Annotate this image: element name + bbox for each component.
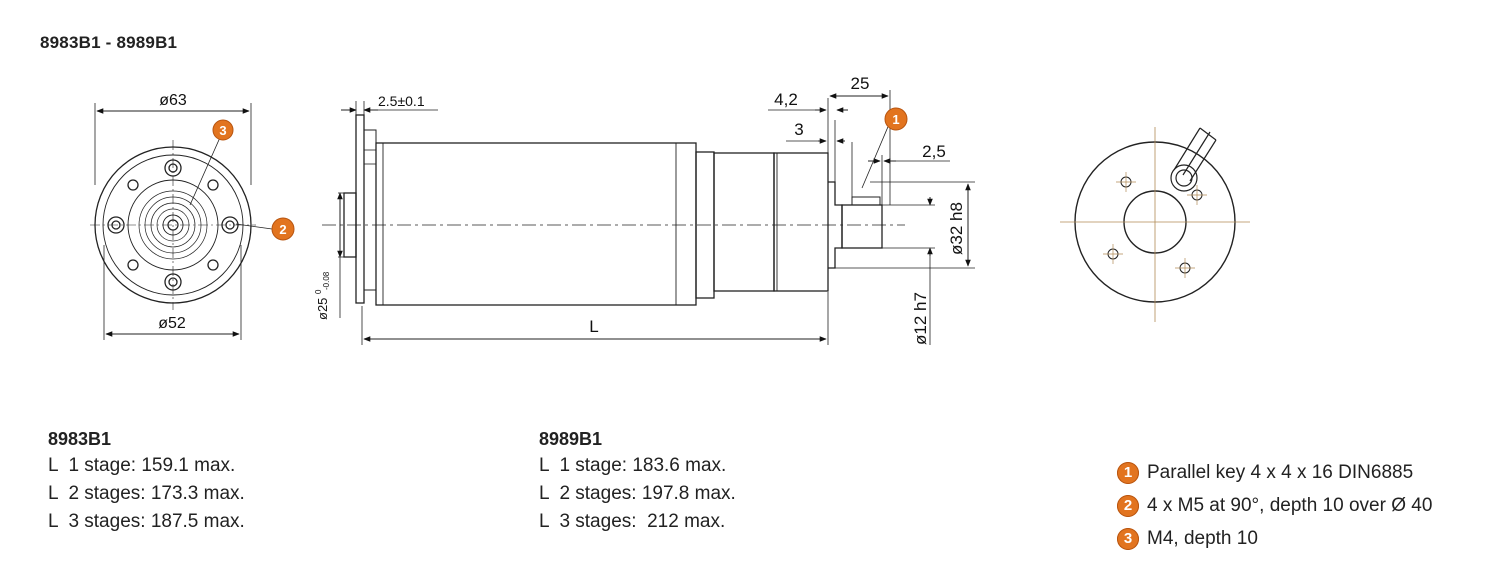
variant-model: 8989B1: [539, 429, 603, 449]
note-item: 3 M4, depth 10: [1117, 522, 1432, 555]
label-flange-thickness: 2.5±0.1: [378, 93, 425, 109]
label-key-end: 2,5: [922, 142, 946, 161]
svg-text:0: 0: [314, 289, 323, 294]
cable-exit: [1170, 127, 1217, 192]
svg-text:ø25: ø25: [315, 298, 330, 320]
label-boss-dia: ø32 h8: [947, 202, 966, 255]
note-item: 2 4 x M5 at 90°, depth 10 over Ø 40: [1117, 489, 1432, 522]
label-key-offset: 4,2: [774, 90, 798, 109]
label-dia-63: ø63: [159, 92, 187, 109]
callout-2-badge: 2: [271, 217, 295, 241]
label-shaft-dia: ø12 h7: [911, 292, 930, 345]
svg-text:2: 2: [279, 222, 286, 237]
label-dia-52: ø52: [158, 315, 186, 332]
variant-8989B1: 8989B1 L 1 stage: 183.6 max. L 2 stages:…: [539, 425, 736, 536]
length-row: L 2 stages: 173.3 max.: [48, 483, 245, 504]
svg-text:1: 1: [892, 112, 899, 127]
callout-badge: 3: [1117, 527, 1139, 550]
length-row: L 1 stage: 183.6 max.: [539, 455, 727, 476]
length-row: L 2 stages: 197.8 max.: [539, 483, 736, 504]
callout-3-badge: 3: [212, 119, 234, 141]
callout-badge: 1: [1117, 461, 1139, 484]
length-row: L 3 stages: 187.5 max.: [48, 511, 245, 532]
label-step: 3: [794, 120, 803, 139]
callout-badge: 2: [1117, 494, 1139, 517]
variant-model: 8983B1: [48, 429, 112, 449]
note-item: 1 Parallel key 4 x 4 x 16 DIN6885: [1117, 456, 1432, 489]
length-row: L 3 stages: 212 max.: [539, 511, 726, 532]
note-text: Parallel key 4 x 4 x 16 DIN6885: [1147, 461, 1414, 483]
svg-text:3: 3: [219, 123, 226, 138]
end-view-holes: [1103, 172, 1207, 278]
note-text: M4, depth 10: [1147, 527, 1258, 549]
length-row: L 1 stage: 159.1 max.: [48, 455, 236, 476]
side-view: [322, 90, 975, 345]
drawing-title: 8983B1 - 8989B1: [40, 33, 178, 52]
front-view: [90, 103, 273, 340]
svg-text:-0.08: -0.08: [322, 271, 331, 290]
end-view: [1060, 127, 1250, 322]
label-shaft-length: 25: [851, 74, 870, 93]
m4-holes: [127, 179, 219, 271]
variant-8983B1: 8983B1 L 1 stage: 159.1 max. L 2 stages:…: [48, 425, 245, 536]
notes-legend: 1 Parallel key 4 x 4 x 16 DIN6885 2 4 x …: [1117, 456, 1432, 555]
label-length-L: L: [589, 317, 598, 336]
label-pilot-dia: ø25 0 -0.08: [314, 271, 331, 320]
callout-1-badge: 1: [884, 107, 908, 131]
note-text: 4 x M5 at 90°, depth 10 over Ø 40: [1147, 494, 1433, 516]
